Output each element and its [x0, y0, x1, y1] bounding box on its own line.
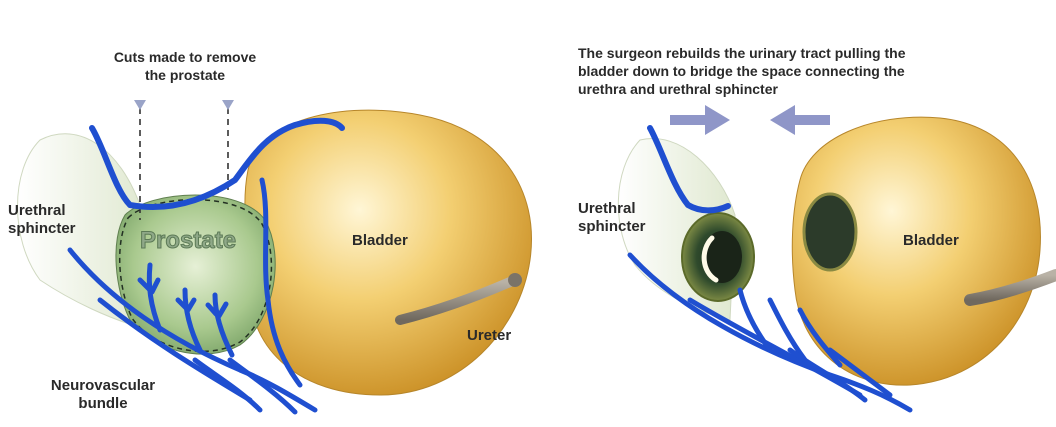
- right-caption: The surgeon rebuilds the urinary tract p…: [578, 44, 1048, 98]
- arrow-left-icon: [770, 105, 830, 135]
- neurovascular-bundle-label: Neurovascular bundle: [28, 377, 178, 413]
- left-bladder: [245, 110, 532, 395]
- right-bladder-label: Bladder: [903, 232, 959, 250]
- cuts-caption: Cuts made to remove the prostate: [70, 48, 300, 84]
- ureter-label: Ureter: [467, 327, 511, 345]
- right-urethral-sphincter-label: Urethral sphincter: [578, 200, 646, 236]
- arrow-right-icon: [670, 105, 730, 135]
- left-panel: [18, 100, 532, 412]
- cut-arrow-left-icon: [134, 100, 146, 110]
- left-ureter-end: [508, 273, 522, 287]
- cut-arrow-right-icon: [222, 100, 234, 110]
- prostate-label: Prostate: [140, 228, 236, 254]
- left-urethral-sphincter-label: Urethral sphincter: [8, 202, 76, 238]
- bladder-opening: [804, 194, 856, 270]
- left-bladder-label: Bladder: [352, 232, 408, 250]
- right-panel: [618, 105, 1056, 410]
